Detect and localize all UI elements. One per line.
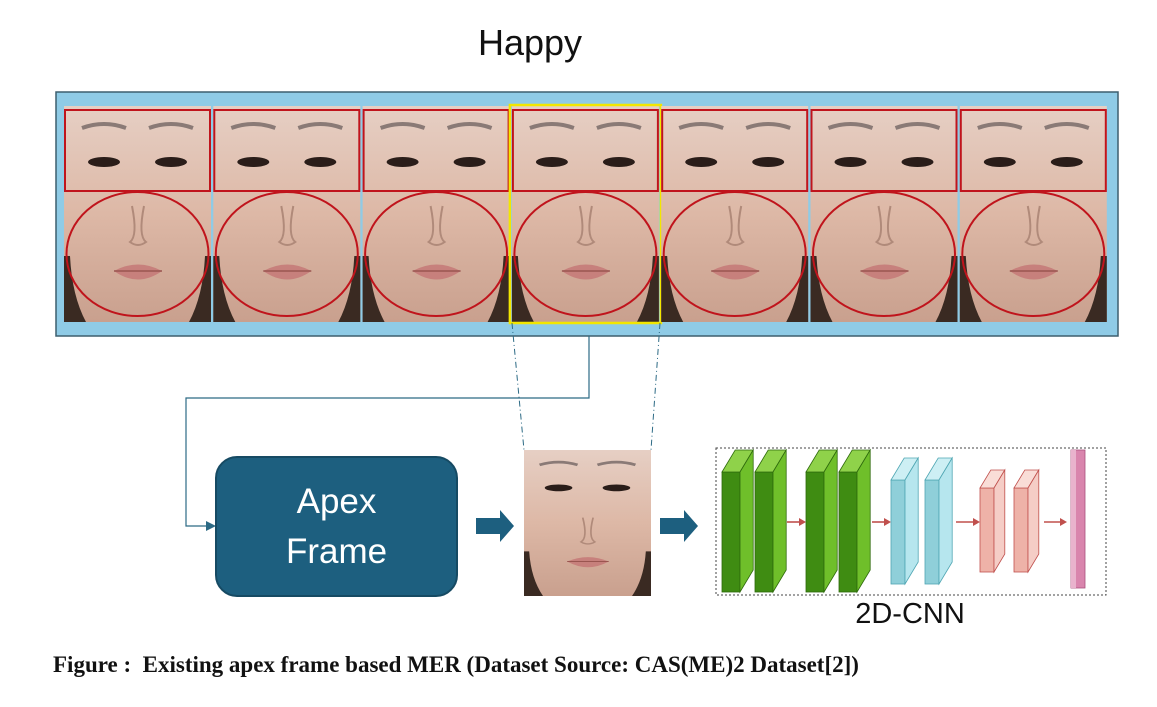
apex-frame-box: Apex Frame — [215, 456, 458, 597]
frame-strip — [55, 91, 1119, 337]
conv-layer-3 — [805, 448, 838, 594]
cnn-arrow-1 — [787, 518, 806, 526]
apex-projection-lines — [511, 322, 661, 451]
mouth-roi-ellipse — [961, 191, 1106, 317]
frame-1 — [62, 104, 213, 324]
dense-layer-1 — [979, 468, 1006, 574]
mouth-roi-ellipse — [364, 191, 509, 317]
mouth-roi-ellipse — [513, 191, 658, 317]
mouth-roi-ellipse — [662, 191, 807, 317]
output-layer — [1070, 449, 1086, 589]
selection-connector — [185, 336, 590, 531]
pool-layer-1 — [890, 456, 919, 586]
cnn-arrow-3 — [956, 518, 980, 526]
cnn-label: 2D-CNN — [855, 598, 965, 630]
block-arrow-1 — [476, 510, 514, 542]
cnn-arrow-4 — [1044, 518, 1067, 526]
cnn-layers — [721, 448, 1086, 594]
frame-2 — [211, 104, 363, 324]
block-arrow-2 — [660, 510, 698, 542]
mouth-roi-ellipse — [812, 191, 956, 317]
frame-5 — [659, 104, 811, 324]
conv-layer-1 — [721, 448, 754, 594]
mouth-roi-ellipse — [214, 191, 359, 317]
mouth-roi-ellipse — [65, 191, 210, 317]
cnn-diagram — [715, 447, 1107, 596]
frames-group — [62, 103, 1109, 325]
pool-layer-2 — [924, 456, 953, 586]
cnn-arrow-2 — [872, 518, 891, 526]
emotion-title: Happy — [477, 22, 583, 63]
conv-layer-2 — [754, 448, 787, 594]
cnn-dotted-border — [715, 447, 1107, 596]
conv-layer-4 — [838, 448, 871, 594]
frame-4 — [508, 103, 663, 325]
frame-3 — [360, 104, 512, 324]
dense-layer-2 — [1013, 468, 1040, 574]
apex-box-line2: Frame — [285, 531, 388, 571]
frame-7 — [957, 104, 1109, 324]
apex-frame-image — [524, 450, 651, 596]
apex-box-line1: Apex — [296, 481, 377, 521]
frame-6 — [808, 104, 960, 324]
figure-caption: Figure : Existing apex frame based MER (… — [53, 652, 859, 677]
apex-highlight-box — [508, 103, 663, 325]
